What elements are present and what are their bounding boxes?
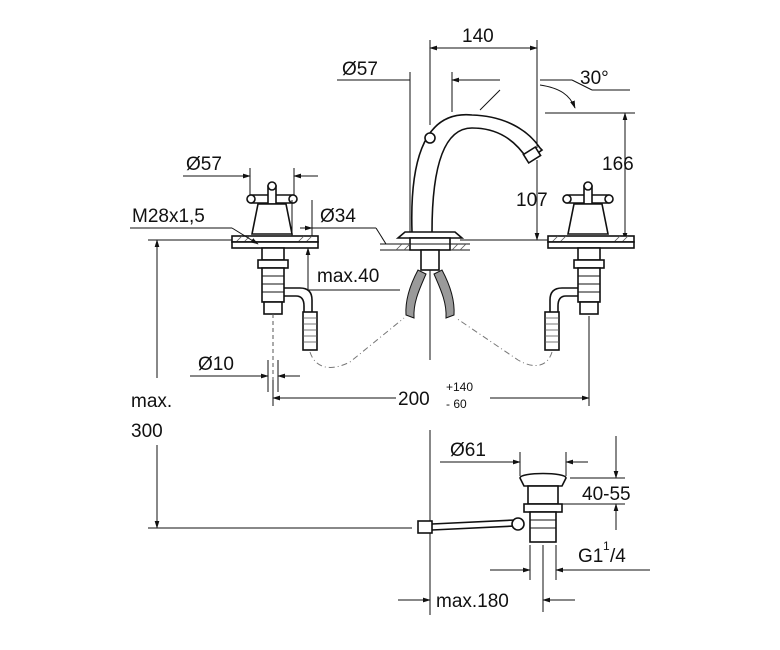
max-300-dimension — [148, 239, 412, 529]
label-max40: max.40 — [317, 266, 379, 287]
label-height-spout: 107 — [516, 190, 548, 211]
right-handle-assembly — [455, 181, 635, 367]
drain-assembly — [417, 430, 567, 615]
spout-assembly — [380, 114, 544, 360]
label-angle: 30° — [580, 68, 609, 89]
label-g-num: 1 — [603, 539, 610, 553]
label-thread: M28x1,5 — [132, 206, 205, 227]
label-spread-base: 200 — [398, 389, 430, 410]
spread-dimension — [272, 316, 590, 406]
label-range-40-55: 40-55 — [582, 484, 631, 505]
label-height-total: 166 — [602, 154, 634, 175]
drain-dimensions — [398, 436, 650, 612]
label-g-den: /4 — [610, 546, 626, 567]
label-spread-plus: +140 — [446, 380, 473, 394]
left-handle-dimensions — [130, 168, 400, 392]
label-spout-reach: 140 — [462, 26, 494, 47]
label-max: max. — [131, 391, 172, 412]
label-g-thread: G1 — [578, 546, 603, 567]
label-d61: Ø61 — [450, 440, 486, 461]
label-max-value: 300 — [131, 421, 163, 442]
label-d34: Ø34 — [320, 206, 356, 227]
label-d10: Ø10 — [198, 354, 234, 375]
label-d57-spout: Ø57 — [342, 59, 378, 80]
label-d57-handle: Ø57 — [186, 154, 222, 175]
label-spread-minus: - 60 — [446, 397, 467, 411]
label-max180: max.180 — [436, 591, 509, 612]
spout-dimensions — [337, 40, 635, 241]
